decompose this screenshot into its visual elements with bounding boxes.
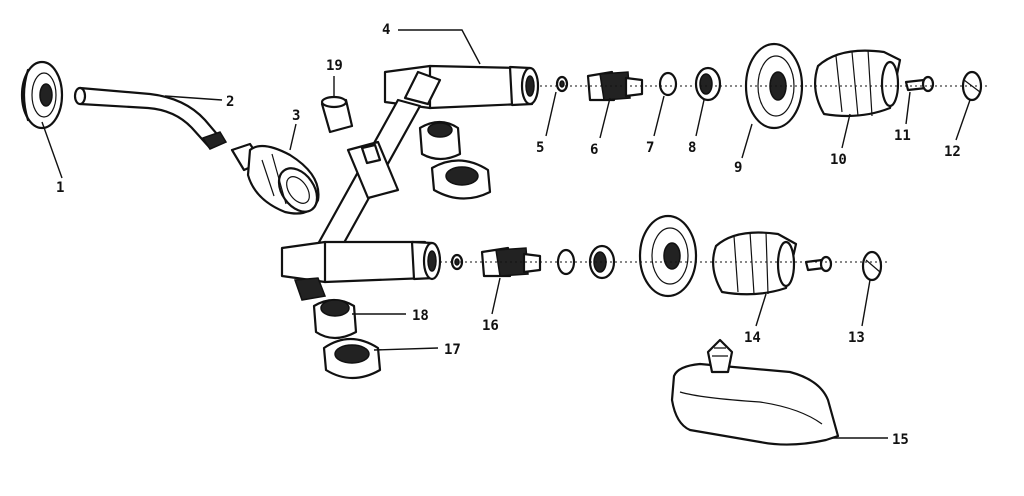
callout-14: 14 [744,330,761,346]
part-15-tub-spout [670,338,840,446]
upper-adapter-and-nut [418,120,492,200]
part-4-valve-body [280,64,540,301]
part-3-shower-head [230,142,320,215]
lower-o-ring [556,248,576,276]
part-10-handle [813,49,902,118]
part-16-stem [480,246,542,278]
callout-2: 2 [226,94,234,110]
callout-3: 3 [292,108,300,124]
part-5-washer [555,75,569,93]
callout-6: 6 [590,142,598,158]
callout-19: 19 [326,58,343,74]
part-14-handle [711,231,798,296]
callout-15: 15 [892,432,909,448]
callout-11: 11 [894,128,911,144]
part-7-o-ring [658,71,678,97]
callout-13: 13 [848,330,865,346]
leader-lines [41,29,971,439]
callout-17: 17 [444,342,461,358]
lower-escutcheon [638,214,698,298]
callout-8: 8 [688,140,696,156]
part-19-fitting [320,95,354,134]
part-8-bonnet [694,66,722,102]
part-9-escutcheon [744,42,804,130]
callout-9: 9 [734,160,742,176]
part-13-index-cap [861,250,883,282]
part-2-shower-arm [73,86,228,150]
callout-4: 4 [382,22,390,38]
part-18-adapter [312,298,358,340]
callout-labels: 1 2 3 4 5 6 7 8 9 10 11 12 13 14 15 16 1… [56,22,961,448]
lower-screw [804,255,833,273]
callout-7: 7 [646,140,654,156]
callout-16: 16 [482,318,499,334]
callout-12: 12 [944,144,961,160]
part-17-nut [322,337,382,380]
callout-5: 5 [536,140,544,156]
callout-18: 18 [412,308,429,324]
part-1-flange [20,60,64,130]
callout-10: 10 [830,152,847,168]
part-11-screw [904,75,935,93]
callout-1: 1 [56,180,64,196]
